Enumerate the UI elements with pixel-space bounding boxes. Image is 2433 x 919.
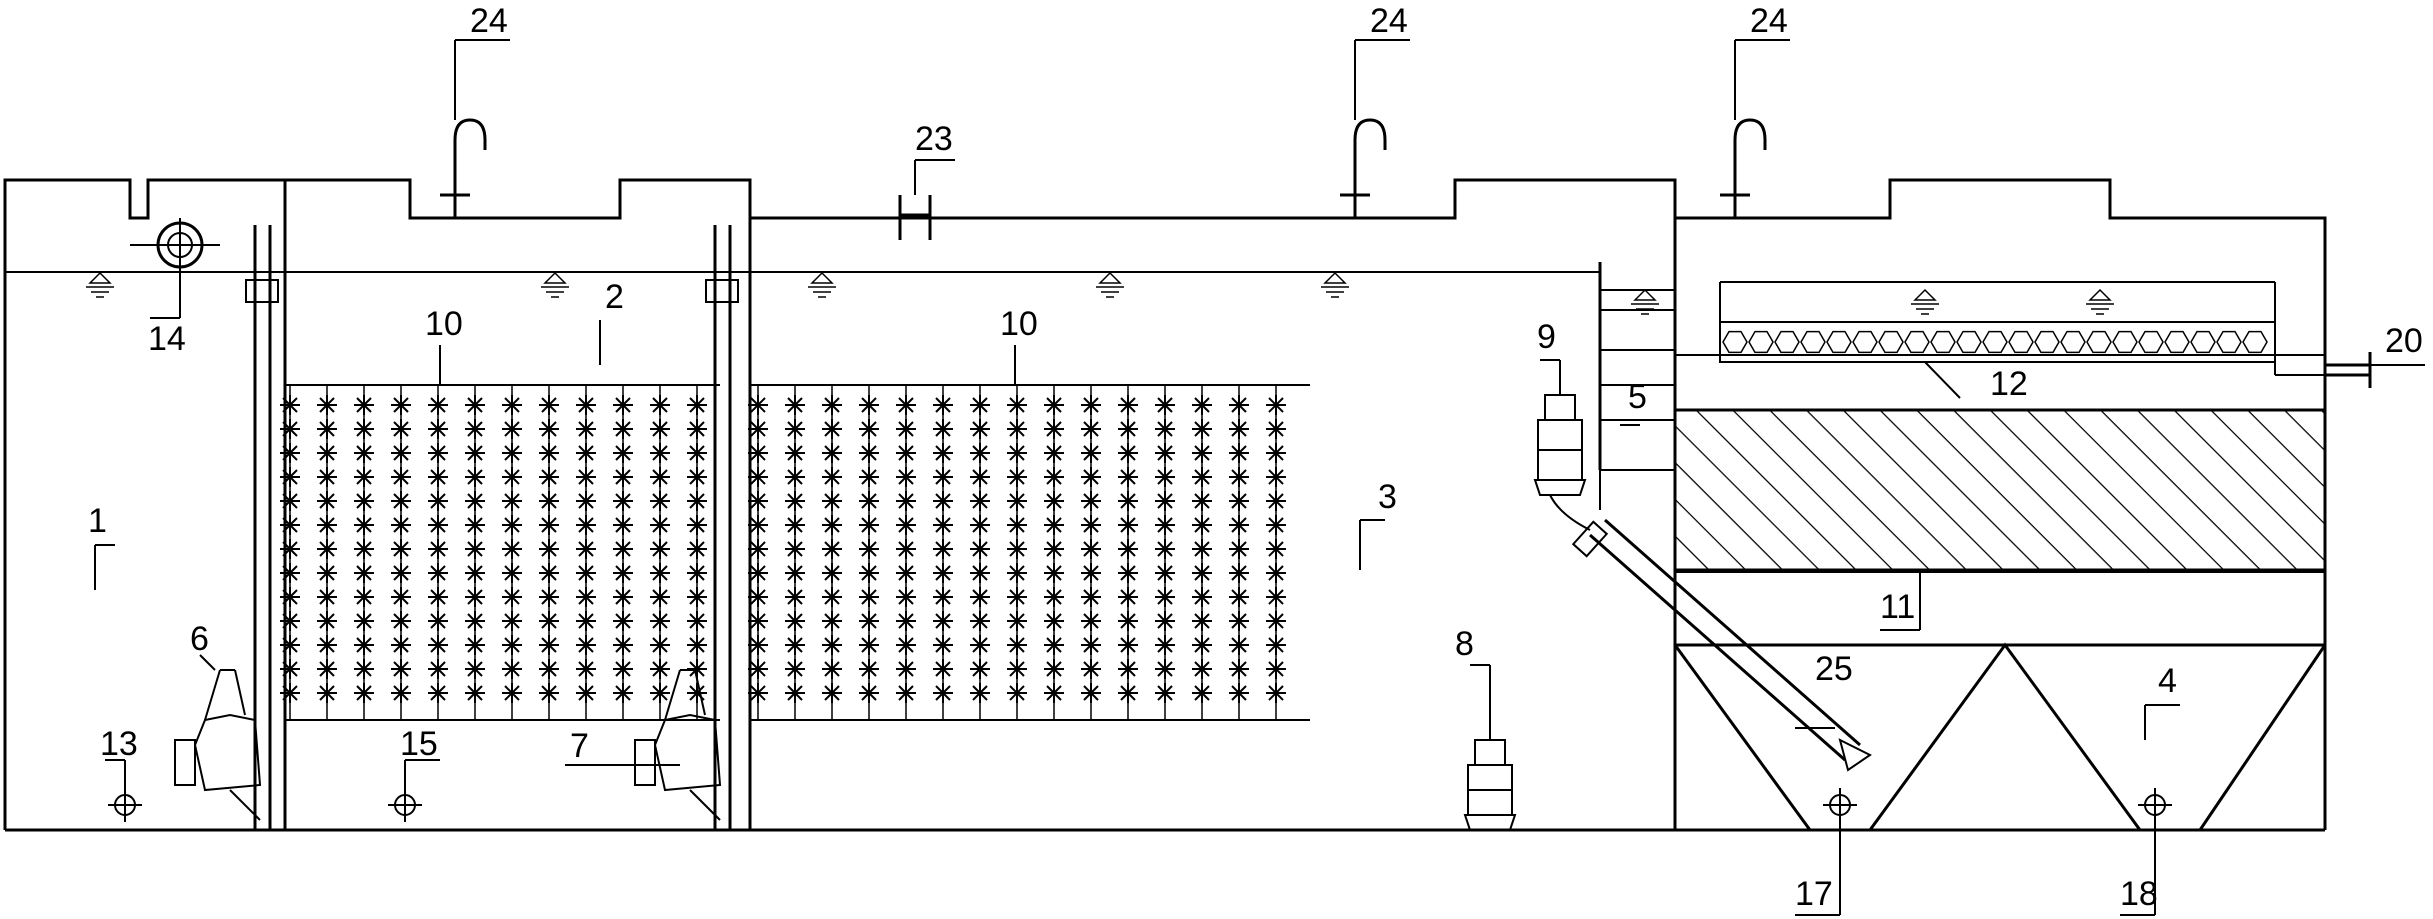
inlet-13-symbol: [105, 759, 143, 823]
filter-hexagon: [1852, 330, 1878, 354]
filter-hexagon: [2138, 330, 2164, 354]
vent-pipe-right: [1720, 39, 1790, 218]
media-frame-left: [285, 384, 720, 721]
effluent-pipe-20: [2325, 352, 2425, 388]
leader-lines: [94, 320, 2180, 766]
label-9: 9: [1537, 318, 1556, 356]
label-20: 20: [2385, 322, 2423, 360]
label-24-right: 24: [1750, 2, 1788, 40]
biofilm-media-right: [747, 385, 1287, 720]
label-23: 23: [915, 120, 953, 158]
inlet-15-symbol: [387, 759, 440, 823]
filter-hexagon: [1956, 330, 1982, 354]
filter-hexagon: [2086, 330, 2112, 354]
label-2: 2: [605, 278, 624, 316]
label-14: 14: [148, 320, 186, 358]
vent-pipe-middle: [1340, 39, 1410, 218]
label-11: 11: [1880, 588, 1915, 626]
outlet-17-symbol: [1795, 787, 1858, 916]
filter-hexagon: [1800, 330, 1826, 354]
tank-outline: [3, 178, 2327, 832]
filter-hexagon: [2242, 330, 2268, 354]
label-5: 5: [1628, 378, 1647, 416]
filter-layer-12: [1719, 281, 2325, 376]
pump-8: [1463, 665, 1517, 831]
filter-hexagon: [1774, 330, 1800, 354]
label-24-left: 24: [470, 2, 508, 40]
filter-hexagon: [2164, 330, 2190, 354]
inlet-pipe-14: [130, 218, 220, 319]
filter-hexagon: [2190, 330, 2216, 354]
filter-hexagon: [2008, 330, 2034, 354]
mixer-6: [174, 669, 262, 821]
filter-hexagon: [1826, 330, 1852, 354]
label-3: 3: [1378, 478, 1397, 516]
filter-hexagon: [2060, 330, 2086, 354]
media-frame-right: [750, 384, 1310, 721]
filter-hexagon: [1878, 330, 1904, 354]
inclined-plates-11: [1673, 408, 2327, 573]
label-10-right: 10: [1000, 305, 1038, 343]
water-levels: [5, 271, 2115, 315]
vent-pipe-left: [440, 39, 510, 218]
filter-hexagon: [1722, 330, 1748, 354]
label-18: 18: [2120, 875, 2158, 913]
mixer-7: [634, 669, 722, 821]
labels: 1 2 3 4 5 6 7 8 9 10 10 11 12 13 14 15 1…: [88, 2, 2423, 913]
label-4: 4: [2158, 662, 2177, 700]
filter-hexagon: [1982, 330, 2008, 354]
label-13: 13: [100, 725, 138, 763]
sludge-hoppers: [1673, 642, 2327, 831]
filter-hexagon: [2216, 330, 2242, 354]
label-1: 1: [88, 502, 107, 540]
filter-hexagon: [2034, 330, 2060, 354]
pump-9: [1533, 360, 1587, 496]
outlet-18-symbol: [2120, 787, 2173, 916]
label-15: 15: [400, 725, 438, 763]
wall-1-2: [245, 225, 279, 830]
label-7: 7: [570, 727, 589, 765]
filter-hexagon: [1748, 330, 1774, 354]
return-pipe-25: [1549, 494, 1872, 772]
label-24-middle: 24: [1370, 2, 1408, 40]
biofilm-media-left: [279, 385, 708, 720]
label-17: 17: [1795, 875, 1833, 913]
filter-hexagon: [2112, 330, 2138, 354]
label-10-left: 10: [425, 305, 463, 343]
partition-chamber-5: [1598, 262, 1675, 510]
label-25: 25: [1815, 650, 1853, 688]
filter-hexagon: [1904, 330, 1930, 354]
label-12: 12: [1990, 365, 2028, 403]
filter-hexagon: [1930, 330, 1956, 354]
wall-2-3: [705, 225, 739, 830]
label-8: 8: [1455, 625, 1474, 663]
valve-23: [898, 159, 955, 240]
label-6: 6: [190, 620, 209, 658]
